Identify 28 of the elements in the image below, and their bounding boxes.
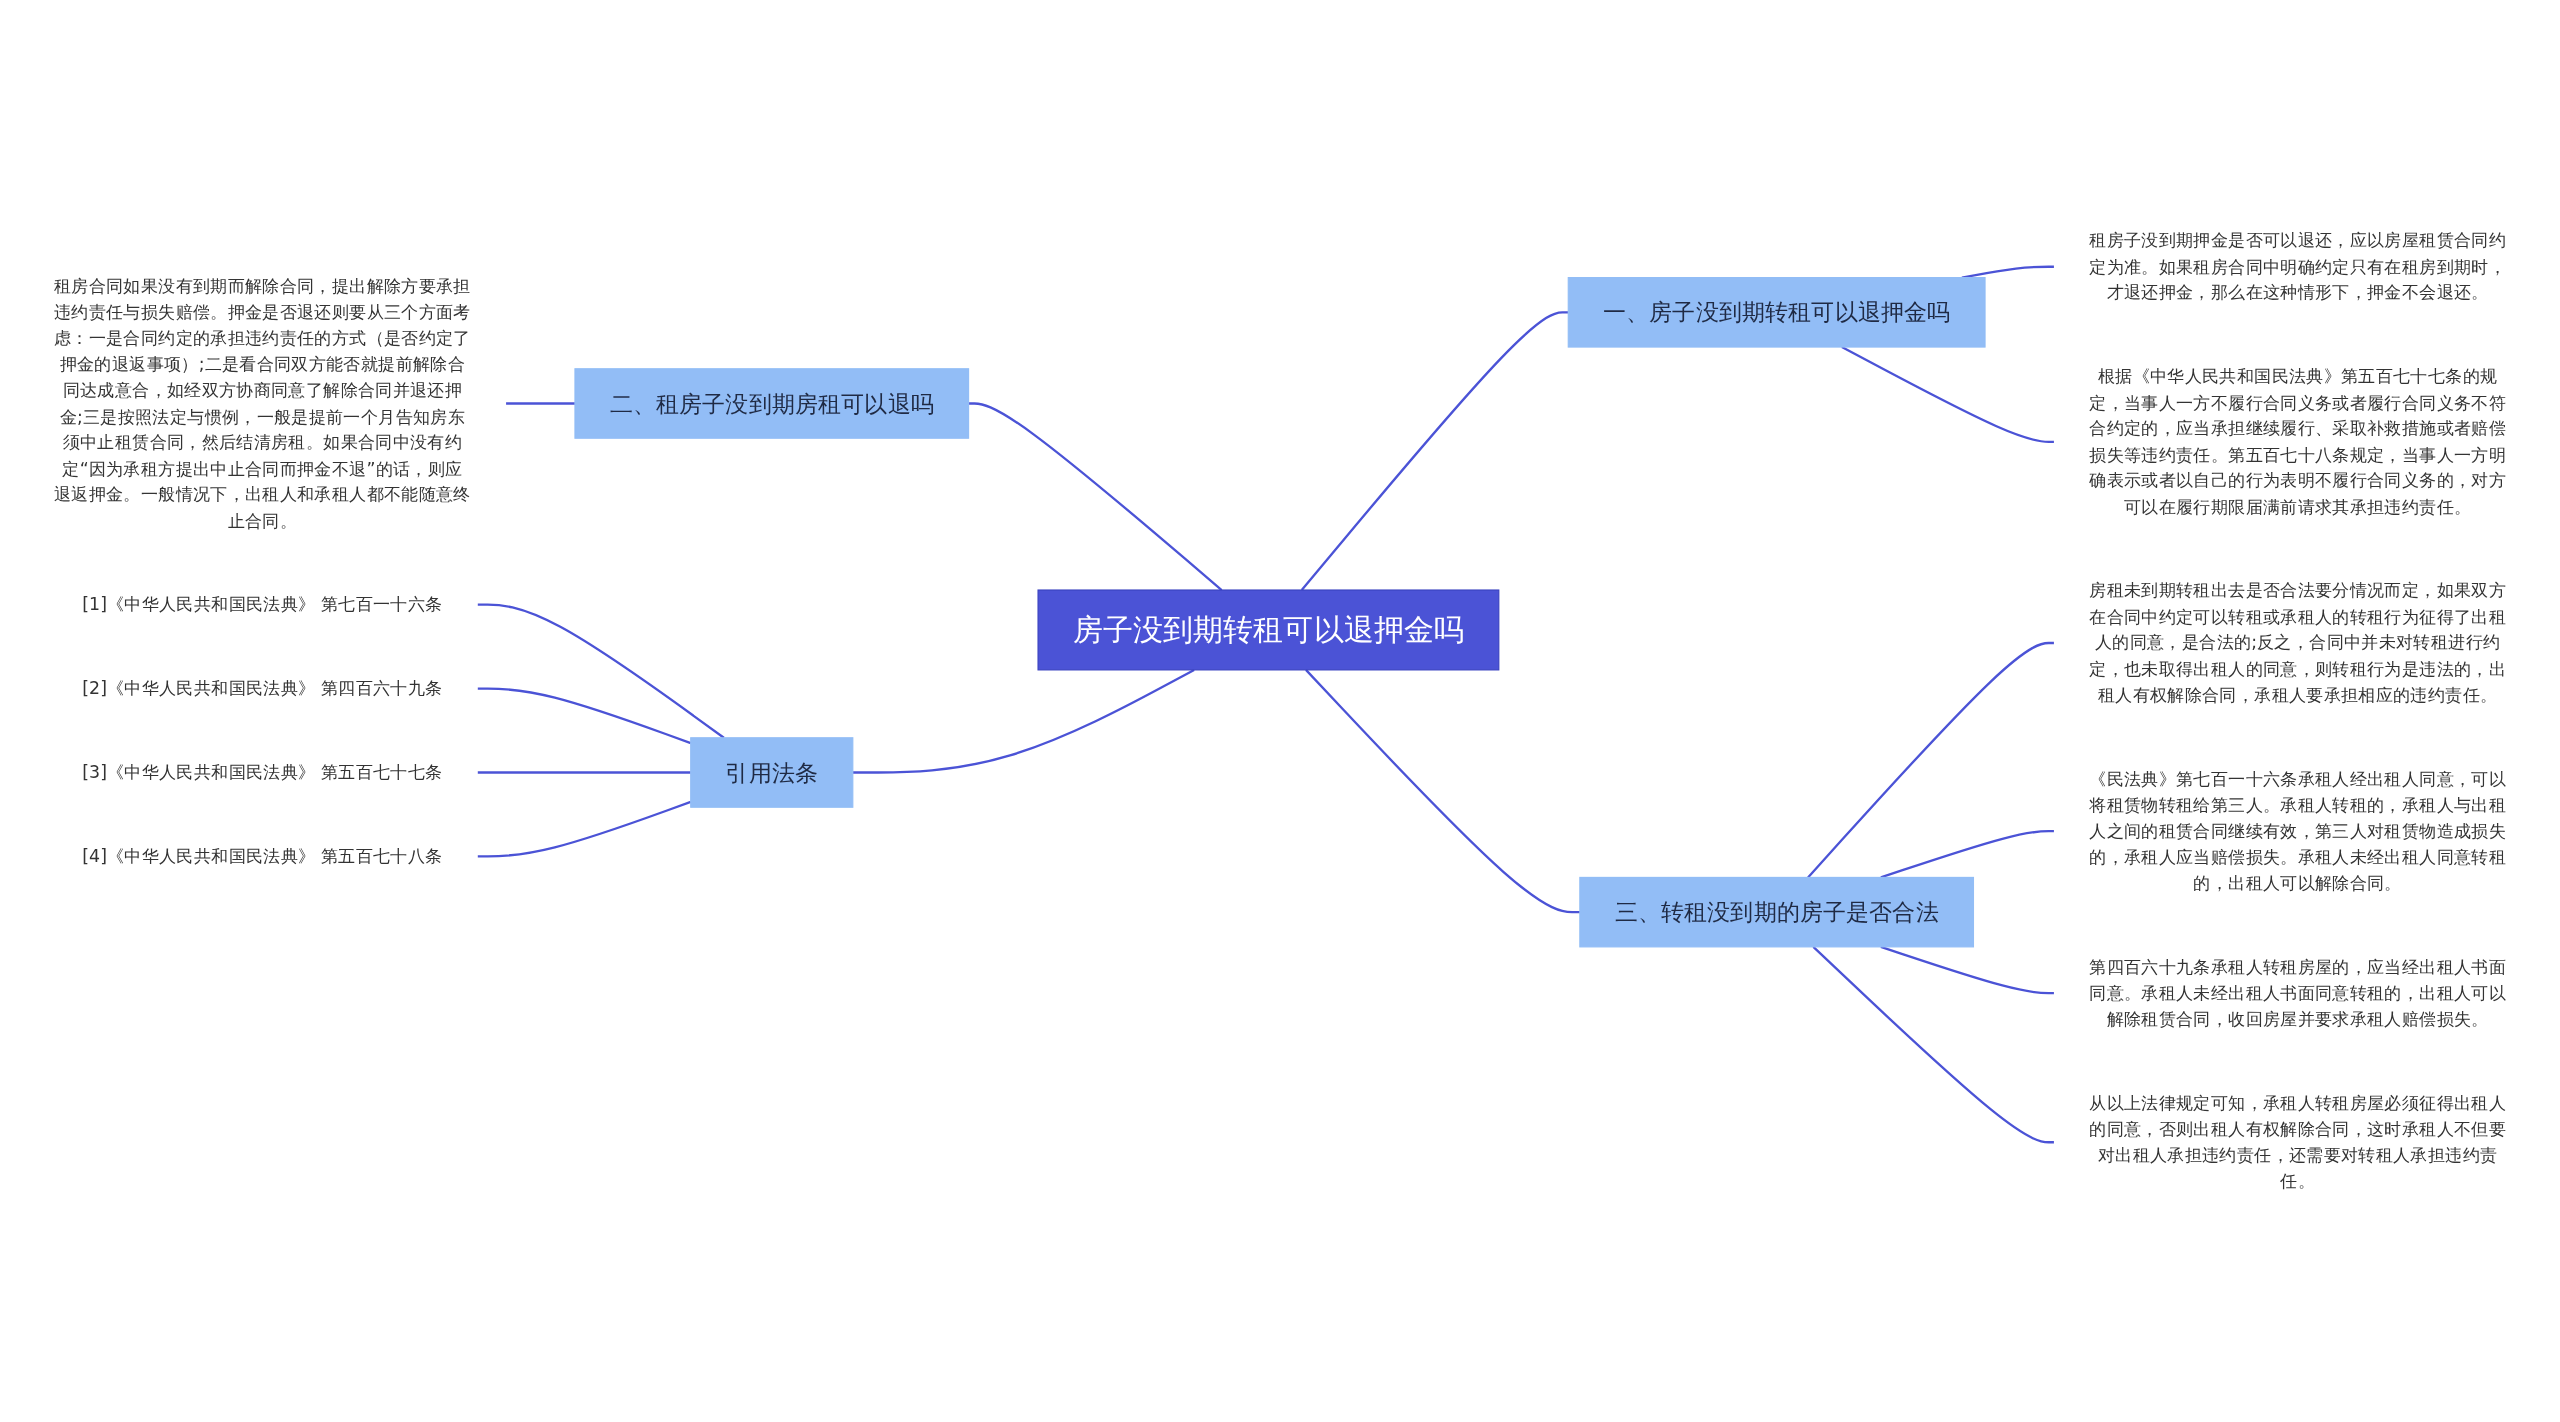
connector bbox=[1880, 829, 2055, 879]
node-text: 第四百六十九条承租人转租房屋的，应当经出租人书面同意。承租人未经出租人书面同意转租的，出租人可以解除租赁合同，收回房屋并要求承租人赔偿损失。 bbox=[2089, 956, 2507, 1030]
connector bbox=[1300, 311, 1569, 591]
node-box: 房子没到期转租可以退押金吗 bbox=[1037, 589, 1500, 671]
node-text: 房租未到期转租出去是否合法要分情况而定，如果双方在合同中约定可以转租或承租人的转租行为征得了出租人的同意，是合法的;反之，合同中并未对转租进行约定，也未取得出租人的同意，则转租行为是违法的，出租人有权解除合同，承租人要承担相应的违约责任。 bbox=[2089, 580, 2507, 706]
connector bbox=[1807, 641, 2055, 879]
node-text: 租房子没到期押金是否可以退还，应以房屋租赁合同约定为准。如果租房合同中明确约定只有在租房到期时，才退还押金，那么在这种情形下，押金不会退还。 bbox=[2089, 229, 2507, 303]
connector bbox=[505, 402, 575, 405]
connector bbox=[968, 402, 1223, 591]
node-box: 一、房子没到期转租可以退押金吗 bbox=[1567, 277, 1986, 348]
connector bbox=[1305, 669, 1580, 914]
node-text: 从以上法律规定可知，承租人转租房屋必须征得出租人的同意，否则出租人有权解除合同，这时承租人不但要对出租人承担违约责任，还需要对转租人承担违约责任。 bbox=[2089, 1092, 2507, 1192]
node-text: 租房合同如果没有到期而解除合同，提出解除方要承担违约责任与损失赔偿。押金是否退还则要从三个方面考虑：一是合同约定的承担违约责任的方式（是否约定了押金的退返事项）;二是看合同双方能否就提前解除合同达成意合，如经双方协商同意了解除合同并退还押金;三是按照法定与惯例，一般是提前一个月告知房东须中止租赁合同，然后结清房租。如果合同中没有约定“因为承租方提出中止合同而押金不退”的话，则应退返押金。一般情况下，出租人和承租人都不能随意终止合同。 bbox=[53, 275, 471, 531]
connector bbox=[1841, 346, 2055, 443]
connector bbox=[852, 668, 1195, 774]
connector bbox=[477, 771, 691, 774]
node-text: [4]《中华人民共和国民法典》 第五百七十八条 bbox=[82, 845, 443, 867]
connector bbox=[1812, 946, 2055, 1144]
node-text: [3]《中华人民共和国民法典》 第五百七十七条 bbox=[82, 761, 443, 783]
node-text: 《民法典》第七百一十六条承租人经出租人同意，可以将租赁物转租给第三人。承租人转租的，承租人与出租人之间的租赁合同继续有效，第三人对租赁物造成损失的，承租人应当赔偿损失。承租人未经出租人同意转租的，出租人可以解除合同。 bbox=[2089, 768, 2507, 894]
node-text: 根据《中华人民共和国民法典》第五百七十七条的规定，当事人一方不履行合同义务或者履行合同义务不符合约定的，应当承担继续履行、采取补救措施或者赔偿损失等违约责任。第五百七十八条规定，当事人一方明确表示或者以自己的行为表明不履行合同义务的，对方可以在履行期限届满前请求其承担违约责任。 bbox=[2089, 366, 2507, 518]
connector bbox=[1880, 945, 2055, 995]
node-text: [2]《中华人民共和国民法典》 第四百六十九条 bbox=[82, 677, 443, 699]
node-box: 引用法条 bbox=[690, 737, 854, 808]
node-text: [1]《中华人民共和国民法典》 第七百一十六条 bbox=[82, 593, 443, 615]
node-box: 三、转租没到期的房子是否合法 bbox=[1579, 876, 1975, 948]
node-box: 二、租房子没到期房租可以退吗 bbox=[574, 368, 970, 439]
connector bbox=[477, 603, 725, 739]
